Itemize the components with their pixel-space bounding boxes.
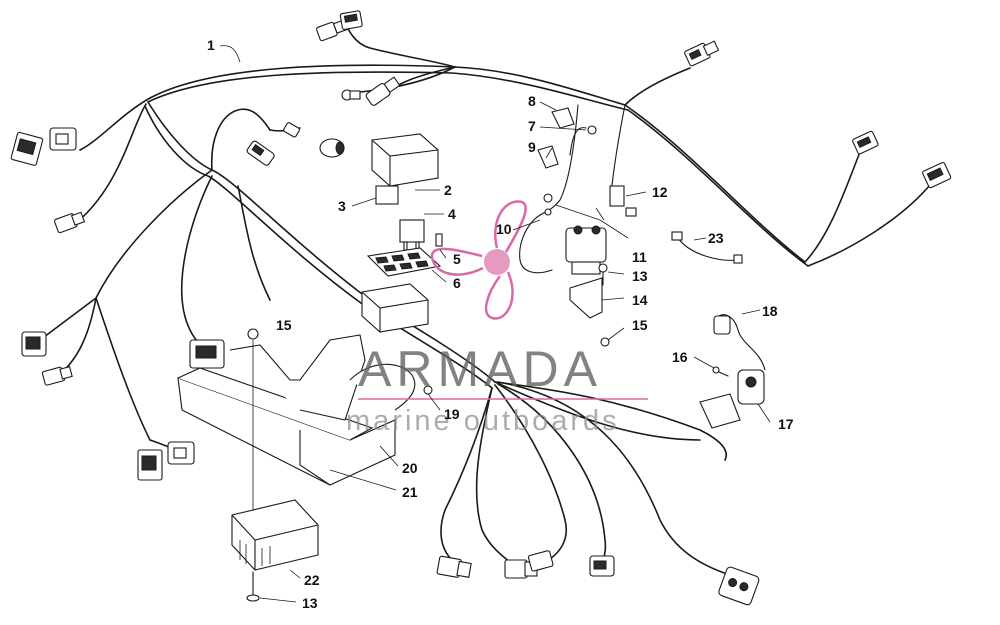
callout-21: 21: [402, 484, 418, 500]
callout-7: 7: [528, 118, 536, 134]
relay-3: [375, 185, 399, 205]
callout-13-upper: 13: [632, 268, 648, 284]
callout-18: 18: [762, 303, 778, 319]
callout-3: 3: [338, 198, 346, 214]
starter-solenoid: [565, 225, 607, 275]
screw-13-upper: [598, 263, 608, 286]
ignition-coil: [713, 314, 766, 405]
callout-4: 4: [448, 206, 456, 222]
callout-14: 14: [632, 292, 648, 308]
terminal-boot-8: [551, 107, 575, 129]
callout-1: 1: [207, 37, 215, 53]
watermark-tagline: marine outboards: [346, 405, 620, 437]
callout-2: 2: [444, 182, 452, 198]
callout-5: 5: [453, 251, 461, 267]
callout-16: 16: [672, 349, 688, 365]
callout-11: 11: [632, 249, 647, 265]
screw-13-lower: [246, 571, 260, 602]
connectors: [10, 10, 952, 606]
callout-22: 22: [304, 572, 320, 588]
screw-16: [712, 366, 729, 377]
armada-logo: ARMADA marine outboards: [346, 200, 648, 437]
relay-4: [399, 219, 425, 251]
ring-terminal-7: [569, 125, 597, 156]
propeller-logo-icon: [430, 200, 527, 320]
callout-10: 10: [496, 221, 512, 237]
callout-20: 20: [402, 460, 418, 476]
voltage-regulator: [231, 499, 319, 571]
fuse-box-cover: [371, 133, 439, 187]
callout-numbers: 1 2 3 4 5 6 7 8 9 10 11 12 13 14 15 15 1…: [207, 37, 794, 611]
coil-bracket: [699, 393, 741, 429]
nut: [543, 193, 553, 203]
callout-6: 6: [453, 275, 461, 291]
callout-19: 19: [444, 406, 460, 422]
washer-15-right: [600, 337, 610, 347]
callout-15-left: 15: [276, 317, 292, 333]
callout-9: 9: [528, 139, 536, 155]
electrical-tray: [177, 334, 416, 486]
fuse-panel-6: [366, 247, 442, 277]
nut-2: [544, 208, 552, 216]
callout-12: 12: [652, 184, 668, 200]
fuse-block: [361, 283, 429, 333]
callout-17: 17: [778, 416, 794, 432]
callout-8: 8: [528, 93, 536, 109]
callout-15-right: 15: [632, 317, 648, 333]
connector-12: [609, 185, 637, 217]
fuse-5: [435, 233, 443, 247]
leader-lines: [219, 45, 771, 603]
washer-15-left: [247, 328, 259, 340]
callout-13-lower: 13: [302, 595, 318, 611]
sensor-lead-23: [671, 231, 743, 264]
terminal-boot-9: [537, 145, 559, 169]
main-harness: [39, 19, 931, 576]
watermark-brand: ARMADA: [358, 341, 602, 397]
solenoid-bracket: [569, 277, 603, 319]
callout-23: 23: [708, 230, 724, 246]
parts: [177, 107, 766, 602]
